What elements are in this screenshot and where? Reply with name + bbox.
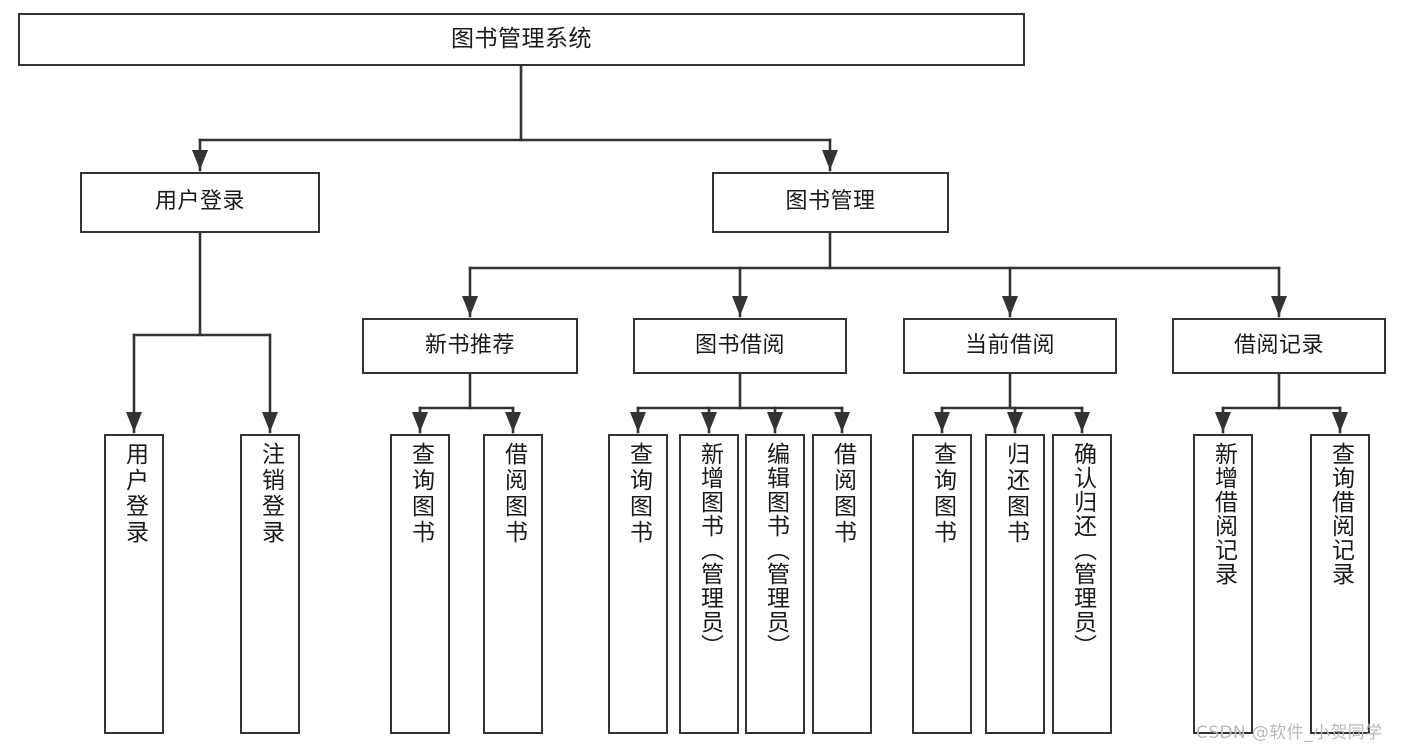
edge-arrowhead bbox=[1002, 296, 1018, 316]
edge-arrowhead bbox=[262, 412, 278, 432]
node-leaf-7: 编辑图书（管理员） bbox=[745, 434, 805, 734]
edge-arrowhead bbox=[934, 412, 950, 432]
node-leaf-8: 借阅图书 bbox=[812, 434, 872, 734]
node-label: 借阅图书 bbox=[500, 442, 527, 546]
node-book-manage: 图书管理 bbox=[712, 172, 949, 233]
node-root: 图书管理系统 bbox=[18, 13, 1025, 66]
node-leaf-4: 借阅图书 bbox=[483, 434, 543, 734]
edge-arrowhead bbox=[1074, 412, 1090, 432]
node-leaf-12: 新增借阅记录 bbox=[1193, 434, 1253, 734]
node-leaf-10: 归还图书 bbox=[985, 434, 1045, 734]
edge-arrowhead bbox=[822, 150, 838, 170]
node-label: 当前借阅 bbox=[964, 332, 1055, 358]
edge-arrowhead bbox=[412, 412, 428, 432]
node-label: 图书管理 bbox=[785, 189, 876, 215]
node-label: 查询图书 bbox=[625, 442, 652, 546]
edge-arrowhead bbox=[192, 150, 208, 170]
csdn-watermark: CSDN @软件_小贺同学 bbox=[1196, 723, 1383, 743]
node-label: 新书推荐 bbox=[424, 332, 515, 358]
node-borrow-rec: 借阅记录 bbox=[1172, 318, 1386, 374]
node-label: 新增借阅记录 bbox=[1210, 442, 1237, 586]
node-label: 用户登录 bbox=[121, 442, 148, 546]
node-label: 借阅图书 bbox=[829, 442, 856, 546]
edge-arrowhead bbox=[834, 412, 850, 432]
node-label: 图书借阅 bbox=[694, 332, 785, 358]
node-label: 查询图书 bbox=[407, 442, 434, 546]
node-leaf-13: 查询借阅记录 bbox=[1310, 434, 1370, 734]
node-label: 新增图书（管理员） bbox=[696, 442, 723, 658]
edge-arrowhead bbox=[1215, 412, 1231, 432]
node-leaf-11: 确认归还（管理员） bbox=[1052, 434, 1112, 734]
node-label: 确认归还（管理员） bbox=[1069, 442, 1096, 658]
node-label: 图书管理系统 bbox=[451, 25, 592, 52]
node-label: 查询图书 bbox=[929, 442, 956, 546]
node-leaf-5: 查询图书 bbox=[608, 434, 668, 734]
node-leaf-9: 查询图书 bbox=[912, 434, 972, 734]
node-user-login: 用户登录 bbox=[80, 172, 320, 233]
node-leaf-2: 注销登录 bbox=[240, 434, 300, 734]
node-new-book-rec: 新书推荐 bbox=[362, 318, 578, 374]
node-leaf-1: 用户登录 bbox=[104, 434, 164, 734]
edge-arrowhead bbox=[462, 296, 478, 316]
edge-arrowhead bbox=[732, 296, 748, 316]
node-cur-borrow: 当前借阅 bbox=[903, 318, 1117, 374]
edge-arrowhead bbox=[1007, 412, 1023, 432]
node-label: 归还图书 bbox=[1002, 442, 1029, 546]
edge-arrowhead bbox=[1332, 412, 1348, 432]
edge-arrowhead bbox=[1271, 296, 1287, 316]
edge-arrowhead bbox=[505, 412, 521, 432]
node-label: 编辑图书（管理员） bbox=[762, 442, 789, 658]
edge-arrowhead bbox=[767, 412, 783, 432]
node-book-borrow: 图书借阅 bbox=[633, 318, 847, 374]
edge-arrowhead bbox=[630, 412, 646, 432]
node-label: 注销登录 bbox=[257, 442, 284, 546]
edge-arrowhead bbox=[126, 412, 142, 432]
node-label: 用户登录 bbox=[154, 189, 245, 215]
node-label: 查询借阅记录 bbox=[1327, 442, 1354, 586]
edge-arrowhead bbox=[701, 412, 717, 432]
node-leaf-6: 新增图书（管理员） bbox=[679, 434, 739, 734]
node-label: 借阅记录 bbox=[1233, 332, 1324, 358]
node-leaf-3: 查询图书 bbox=[390, 434, 450, 734]
